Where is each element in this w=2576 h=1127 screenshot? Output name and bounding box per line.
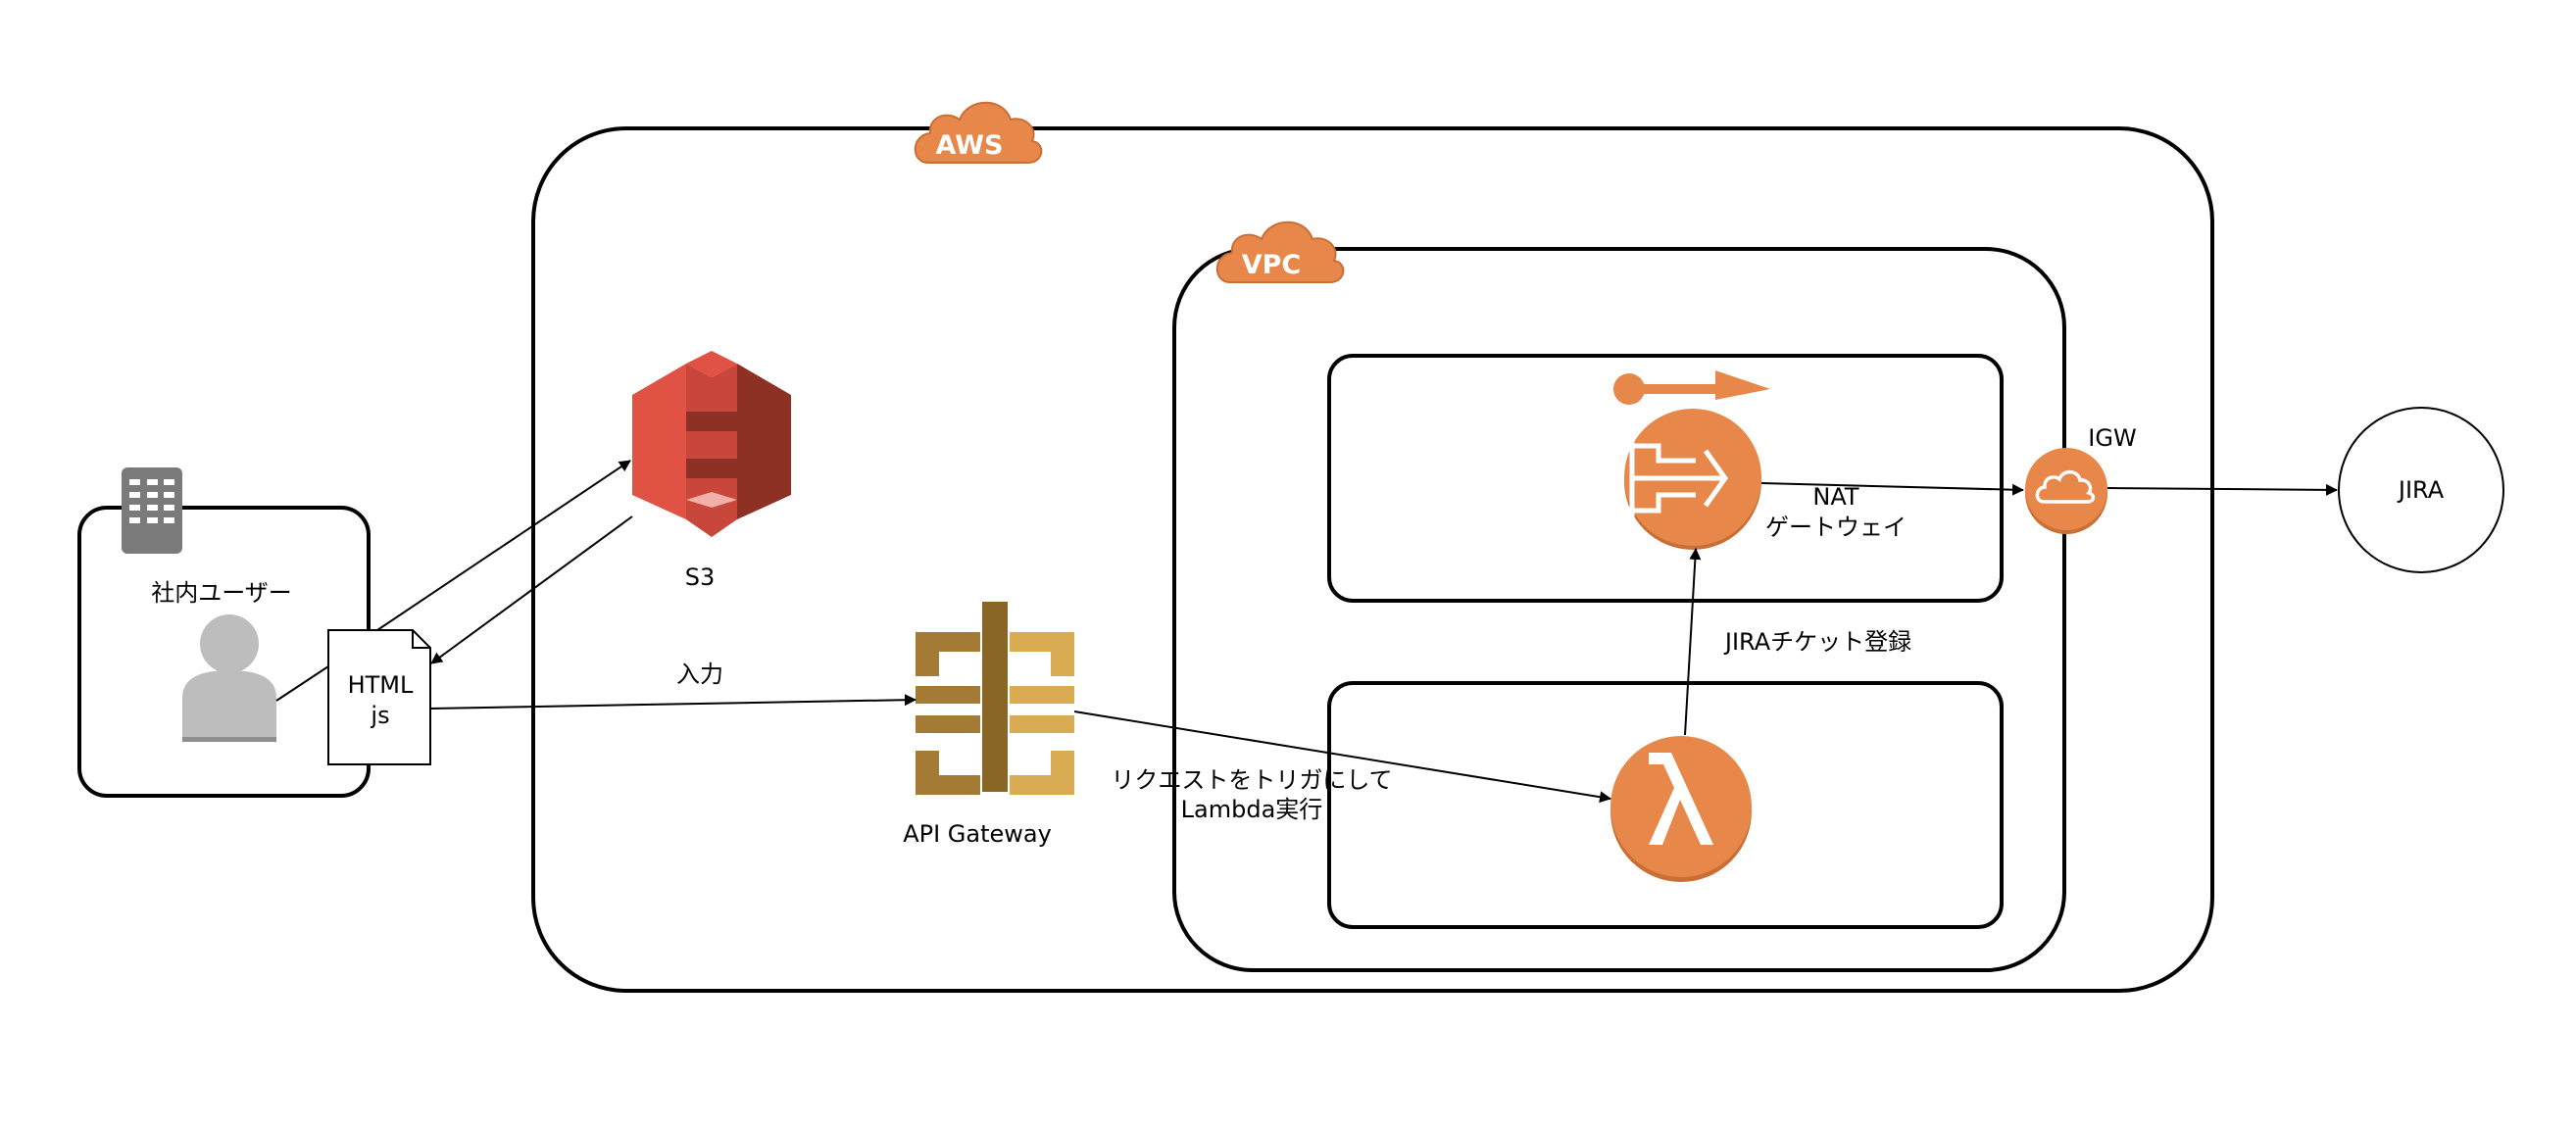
lambda-icon — [1610, 736, 1752, 882]
public-subnet-box — [1327, 354, 2004, 603]
jira-label: JIRA — [2397, 476, 2445, 504]
office-label: 社内ユーザー — [151, 579, 292, 607]
edge-igw-to-jira — [2106, 483, 2338, 496]
edge-file-to-s3 — [376, 460, 631, 631]
aws-container — [531, 126, 2214, 993]
igw-label: IGW — [2088, 424, 2136, 452]
edge-lambda-to-nat — [1684, 548, 1702, 736]
edge-label-trigger-line2: Lambda実行 — [1181, 796, 1323, 823]
nat-gateway-icon — [1613, 370, 1770, 550]
edge-user-to-file — [275, 665, 329, 702]
edge-nat-to-igw — [1760, 482, 2024, 496]
edge-api-to-lambda — [1073, 710, 1611, 804]
file-label-js: js — [370, 702, 389, 729]
private-subnet-box — [1327, 681, 2004, 929]
s3-label: S3 — [685, 564, 716, 591]
edge-label-input: 入力 — [676, 661, 723, 688]
edge-s3-to-file — [430, 515, 633, 664]
vpc-label: VPC — [1242, 250, 1302, 280]
file-label-html: HTML — [348, 671, 414, 699]
aws-label: AWS — [936, 130, 1004, 161]
jira-node — [2338, 407, 2504, 573]
building-icon — [122, 467, 182, 554]
internet-gateway-cloud-icon — [2025, 448, 2107, 534]
user-icon — [182, 614, 276, 742]
vpc-container — [1172, 247, 2066, 972]
s3-bucket-icon — [632, 351, 791, 537]
nat-label-line1: NAT — [1812, 483, 1859, 511]
document-icon — [327, 629, 431, 765]
edge-label-jira-ticket: JIRAチケット登録 — [1723, 628, 1911, 656]
edge-file-to-api — [429, 694, 916, 710]
vpc-cloud-badge: VPC — [1215, 220, 1345, 283]
aws-cloud-badge: AWS — [914, 101, 1043, 164]
api-gateway-icon — [916, 602, 1074, 795]
edge-label-trigger-line1: リクエストをトリガにして — [1111, 766, 1392, 794]
api-gateway-label: API Gateway — [903, 820, 1052, 848]
nat-label-line2: ゲートウェイ — [1765, 514, 1907, 541]
